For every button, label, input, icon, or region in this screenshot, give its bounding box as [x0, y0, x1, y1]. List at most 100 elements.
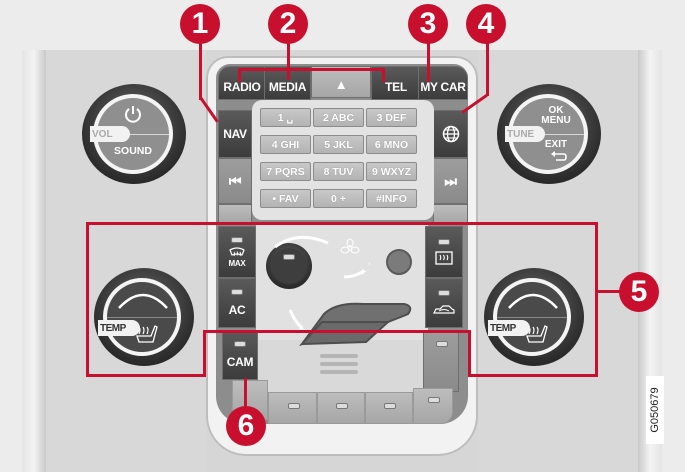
- bottom-button-3[interactable]: [365, 392, 413, 424]
- seat-heating-icon: [136, 325, 158, 343]
- windshield-defrost-icon: [229, 246, 245, 256]
- keypad-key[interactable]: 8 TUV: [313, 162, 364, 181]
- nav-button[interactable]: NAV: [218, 110, 252, 158]
- temp-knob-right[interactable]: TEMP: [484, 268, 584, 366]
- indicator-led: [231, 289, 243, 295]
- eject-button[interactable]: ▲: [311, 66, 371, 98]
- ac-button[interactable]: AC: [218, 278, 256, 328]
- callout-6: 6: [226, 406, 266, 446]
- fan-knob-face: [271, 248, 307, 284]
- bottom-button-2[interactable]: [317, 392, 365, 424]
- fan-speed-knob[interactable]: [266, 243, 312, 289]
- power-icon: [125, 106, 141, 123]
- callout-5-box-bottom-right: [468, 374, 598, 377]
- callout-2-leader: [287, 40, 290, 80]
- bottom-button-4[interactable]: [413, 388, 453, 424]
- console-left-rail: [22, 50, 46, 472]
- callout-5: 5: [619, 272, 659, 312]
- callout-1-leader: [199, 40, 202, 100]
- next-track-button[interactable]: ⏭: [433, 158, 468, 204]
- radio-button[interactable]: RADIO: [218, 66, 266, 100]
- keypad-key[interactable]: 0 +: [313, 189, 364, 208]
- next-track-icon: ⏭: [444, 172, 457, 189]
- keypad-key[interactable]: 6 MNO: [366, 135, 417, 154]
- tune-label: TUNE: [505, 126, 545, 142]
- callout-2-bracket: [238, 68, 384, 71]
- airflow-graphics: [274, 235, 370, 331]
- vol-label: VOL: [90, 126, 130, 142]
- grille-line: [320, 354, 358, 358]
- air-recirculation-icon: [433, 305, 455, 314]
- indicator-led: [438, 239, 450, 245]
- keypad-key[interactable]: 2 ABC: [313, 108, 364, 127]
- keypad-key[interactable]: 3 DEF: [366, 108, 417, 127]
- temp-scale-arc: [118, 293, 168, 309]
- reference-code: G050679: [646, 376, 664, 444]
- keypad-key[interactable]: #INFO: [366, 189, 417, 208]
- callout-3-leader: [427, 40, 430, 82]
- airflow-face-button[interactable]: [298, 302, 412, 347]
- callout-5-box-bottom-left: [86, 374, 206, 377]
- indicator-led: [234, 341, 246, 347]
- prev-track-button[interactable]: ⏮: [218, 158, 252, 204]
- side-button-right-blank[interactable]: [433, 204, 468, 224]
- rear-defrost-button[interactable]: [425, 226, 463, 278]
- knob-divider: [497, 317, 567, 318]
- callout-5-box: [86, 222, 598, 377]
- callout-5-leader: [596, 290, 620, 293]
- exit-label: EXIT: [544, 139, 568, 150]
- bottom-button-1[interactable]: [268, 392, 317, 424]
- keypad-key[interactable]: 9 WXYZ: [366, 162, 417, 181]
- menu-label: MENU: [541, 115, 571, 126]
- knob-divider: [97, 134, 169, 135]
- tel-button[interactable]: TEL: [371, 66, 421, 100]
- callout-6-leader: [244, 378, 247, 412]
- callout-5-box-notch-top: [203, 330, 471, 333]
- callout-1: 1: [180, 4, 220, 44]
- grille-line: [320, 370, 358, 374]
- media-button[interactable]: MEDIA: [264, 66, 311, 100]
- temp-knob-left-face: [107, 282, 177, 352]
- callout-2-bracket-right: [382, 68, 385, 82]
- arrow-face: [343, 270, 363, 279]
- prev-track-icon: ⏮: [228, 172, 242, 189]
- side-button-left-blank[interactable]: [218, 204, 252, 224]
- rear-window-defrost-icon: [435, 251, 453, 265]
- temp-label-right: TEMP: [488, 320, 530, 336]
- keypad-key[interactable]: 7 PQRS: [260, 162, 311, 181]
- sound-label: SOUND: [114, 145, 152, 157]
- indicator-led: [288, 403, 300, 409]
- callout-5-box-notch-right: [468, 330, 471, 377]
- max-label: MAX: [228, 258, 246, 268]
- keypad-key[interactable]: 1 ␣: [260, 108, 311, 127]
- callout-3: 3: [408, 4, 448, 44]
- indicator-led: [283, 254, 295, 260]
- temp-label-left: TEMP: [98, 320, 140, 336]
- cam-label: CAM: [226, 355, 254, 369]
- tune-knob[interactable]: OK MENU EXIT TUNE: [497, 84, 601, 184]
- callout-5-box-notch-left: [203, 330, 206, 377]
- my-car-button[interactable]: MY CAR: [418, 66, 468, 100]
- airflow-windshield-button[interactable]: [386, 249, 412, 275]
- temp-scale-arc: [508, 293, 558, 309]
- keypad-key[interactable]: 5 JKL: [313, 135, 364, 154]
- keypad-key[interactable]: • FAV: [260, 189, 311, 208]
- indicator-led: [231, 236, 243, 243]
- temp-knob-right-face: [497, 282, 567, 352]
- callout-4-leader: [486, 40, 489, 96]
- indicator-led: [438, 290, 450, 296]
- globe-icon: [442, 125, 459, 143]
- airflow-seat-buttons: [296, 300, 416, 347]
- indicator-led: [384, 403, 396, 409]
- knob-divider: [512, 134, 584, 135]
- airflow-floor-button[interactable]: [299, 321, 391, 346]
- indicator-led: [336, 403, 348, 409]
- cam-button[interactable]: CAM: [222, 330, 258, 380]
- keypad-key[interactable]: 4 GHI: [260, 135, 311, 154]
- internet-button[interactable]: [433, 110, 468, 158]
- indicator-led: [436, 341, 448, 347]
- temp-knob-left[interactable]: TEMP: [94, 268, 194, 366]
- max-defrost-button[interactable]: MAX: [218, 226, 256, 278]
- volume-knob[interactable]: SOUND VOL: [82, 84, 186, 184]
- recirculation-button[interactable]: [425, 278, 463, 328]
